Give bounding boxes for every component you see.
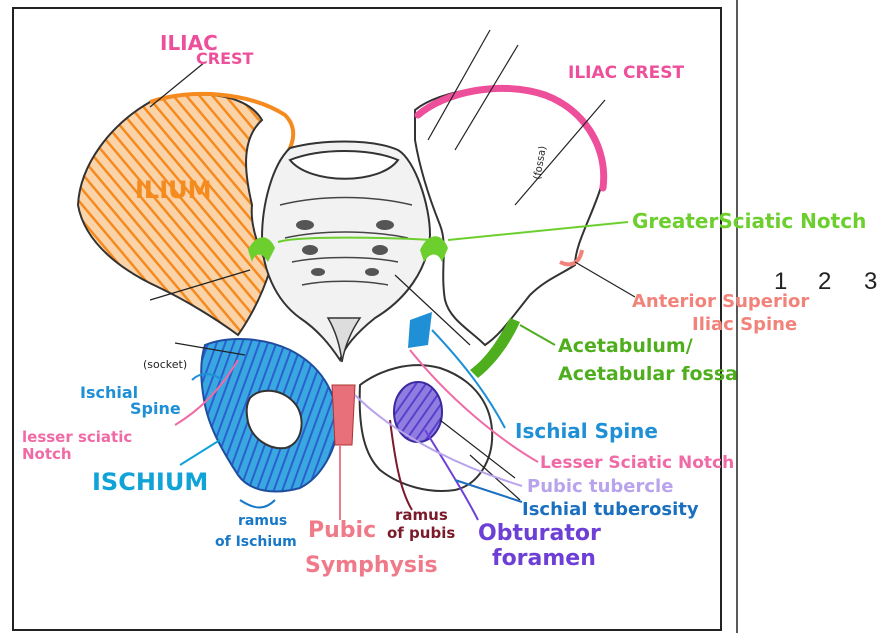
- greater-sciatic-notch-left-mark: [248, 237, 275, 262]
- asis-highlight: [559, 249, 584, 267]
- left-obturator-foramen: [245, 389, 303, 450]
- pubic-tubercle-label: Pubic tubercle: [527, 476, 673, 497]
- ramus-of-ischium-label-1: ramus: [238, 513, 287, 529]
- pubic-symphysis-mark: [331, 384, 356, 446]
- acetabulum-label-2: Acetabular fossa: [558, 363, 738, 385]
- acetabulum-mark: [470, 318, 520, 378]
- asis-label-2: Iliac Spine: [692, 314, 797, 335]
- iliac-crest-left-label-2: CREST: [196, 49, 254, 68]
- ramus-of-pubis-label-2: of pubis: [387, 524, 455, 542]
- ramus-of-ischium-label-2: of Ischium: [215, 534, 297, 550]
- leader-lines: [149, 29, 636, 501]
- socket-label: (socket): [143, 358, 187, 371]
- lesser-sciatic-notch-right-label: Lesser Sciatic Notch: [540, 453, 734, 473]
- acetabulum-label-1: Acetabulum/: [558, 335, 693, 357]
- sacral-promontory: [288, 150, 400, 180]
- page-number-2[interactable]: 2: [818, 268, 832, 295]
- right-iliac-crest-highlight: [414, 84, 608, 192]
- obturator-foramen-label-2: foramen: [492, 546, 596, 571]
- sacral-foramina: [296, 220, 394, 276]
- greater-sciatic-notch-right-mark: [420, 236, 448, 262]
- ilium-label: ILIUM: [135, 176, 212, 204]
- lesser-sciatic-notch-left-label-2: Notch: [22, 445, 72, 463]
- obturator-foramen-label-1: Obturator: [478, 521, 601, 546]
- coccyx: [326, 317, 362, 363]
- pubic-symphysis-label-2: Symphysis: [305, 553, 438, 578]
- pubic-symphysis-label-1: Pubic: [308, 518, 376, 543]
- right-ischial-spine-mark: [408, 312, 432, 348]
- right-obturator-foramen: [393, 381, 443, 443]
- lesser-sciatic-notch-left-label-1: lesser sciatic: [22, 428, 132, 446]
- page-number-1[interactable]: 1: [774, 268, 788, 295]
- iliac-crest-right-label: ILIAC CREST: [568, 63, 684, 83]
- page-number-3[interactable]: 3: [864, 268, 878, 295]
- ischial-tuberosity-label: Ischial tuberosity: [522, 499, 699, 520]
- iliac-crest-left-label-1: ILIAC: [160, 31, 218, 55]
- greater-sciatic-notch-label: GreaterSciatic Notch: [632, 209, 866, 233]
- colored-leaders: [174, 221, 629, 521]
- ischium-label: ISCHIUM: [92, 468, 208, 496]
- ischial-spine-left-label-1: Ischial: [80, 383, 138, 402]
- left-ilium-crest-outline: [149, 91, 296, 164]
- figure-border: [12, 7, 722, 631]
- ramus-of-pubis-label-1: ramus: [395, 506, 448, 524]
- sacral-ridges: [279, 196, 413, 286]
- ischial-spine-right-label: Ischial Spine: [515, 419, 658, 443]
- right-ilium-region: [414, 86, 604, 347]
- asis-label-1: Anterior Superior: [632, 291, 809, 312]
- ischial-spine-left-label-2: Spine: [130, 399, 181, 418]
- left-ilium-region: [76, 93, 272, 337]
